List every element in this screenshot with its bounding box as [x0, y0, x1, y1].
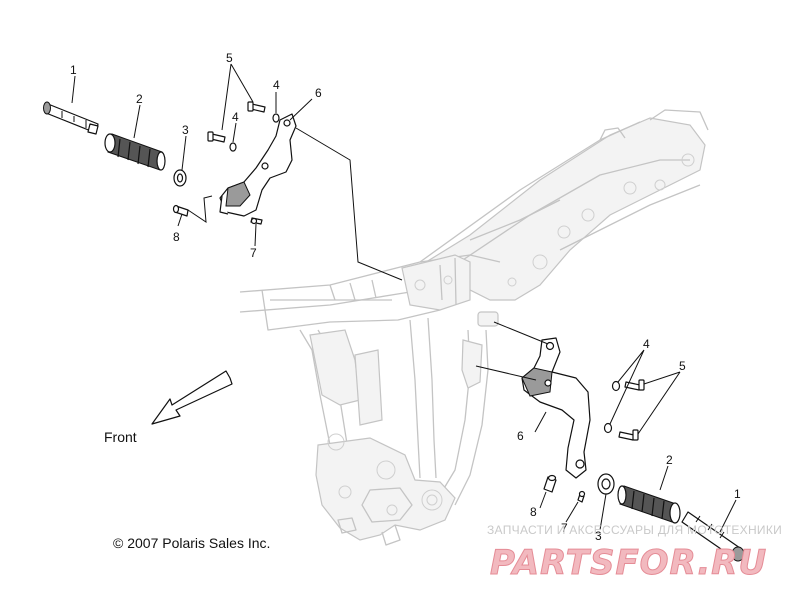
rubber-footpeg-part: [617, 485, 681, 524]
callout-upper-8: 8: [173, 230, 180, 244]
callout-lower-4: 4: [643, 337, 650, 351]
callout-lower-1: 1: [734, 487, 741, 501]
watermark-logo: PARTSFOR.RU: [490, 543, 767, 583]
bolt-washer-part: [272, 113, 280, 123]
right-footpeg-assembly: [521, 337, 745, 562]
watermark-caption: ЗАПЧАСТИ И АКСЕССУАРЫ ДЛЯ МОТОТЕХНИКИ: [487, 523, 782, 537]
peg-pin-part: [43, 101, 99, 135]
callout-lower-2: 2: [666, 453, 673, 467]
callout-upper-6: 6: [315, 86, 322, 100]
front-direction-arrow: Front: [104, 370, 233, 445]
motorcycle-frame: [239, 109, 709, 546]
peg-pin-part: [681, 511, 745, 562]
front-label: Front: [104, 429, 137, 445]
rubber-footpeg-part: [104, 133, 166, 171]
callout-upper-4b: 4: [232, 110, 239, 124]
callout-upper-1: 1: [70, 63, 77, 77]
callout-lower-3: 3: [595, 529, 602, 543]
callout-lower-8: 8: [530, 505, 537, 519]
mount-bolt-part: [207, 101, 266, 143]
clevis-pin-part: [543, 474, 557, 493]
callout-lower-6: 6: [517, 429, 524, 443]
clevis-pin-part: [172, 204, 189, 217]
lower-leader-lines: [475, 321, 737, 533]
callout-labels: 1 2 3 8 5 4 4 7 6 4 5 6 2 1 8 7 3: [70, 51, 741, 543]
small-screw-part: [250, 217, 263, 225]
callout-upper-3: 3: [182, 123, 189, 137]
mount-bolt-part: [618, 379, 645, 441]
callout-lower-7: 7: [561, 521, 568, 535]
callout-upper-7: 7: [250, 246, 257, 260]
small-screw-part: [577, 490, 586, 503]
bolt-washer-part: [611, 380, 621, 392]
callout-upper-2: 2: [136, 92, 143, 106]
left-footpeg-assembly: [43, 101, 297, 225]
footpeg-bracket-part: [219, 113, 297, 217]
upper-leader-lines: [71, 63, 403, 281]
watermark: ЗАПЧАСТИ И АКСЕССУАРЫ ДЛЯ МОТОТЕХНИКИ PA…: [487, 523, 782, 584]
callout-lower-5: 5: [679, 359, 686, 373]
copyright-notice: © 2007 Polaris Sales Inc.: [113, 535, 270, 551]
footpeg-bracket-part: [521, 337, 591, 479]
callout-upper-5: 5: [226, 51, 233, 65]
callout-upper-4a: 4: [273, 78, 280, 92]
